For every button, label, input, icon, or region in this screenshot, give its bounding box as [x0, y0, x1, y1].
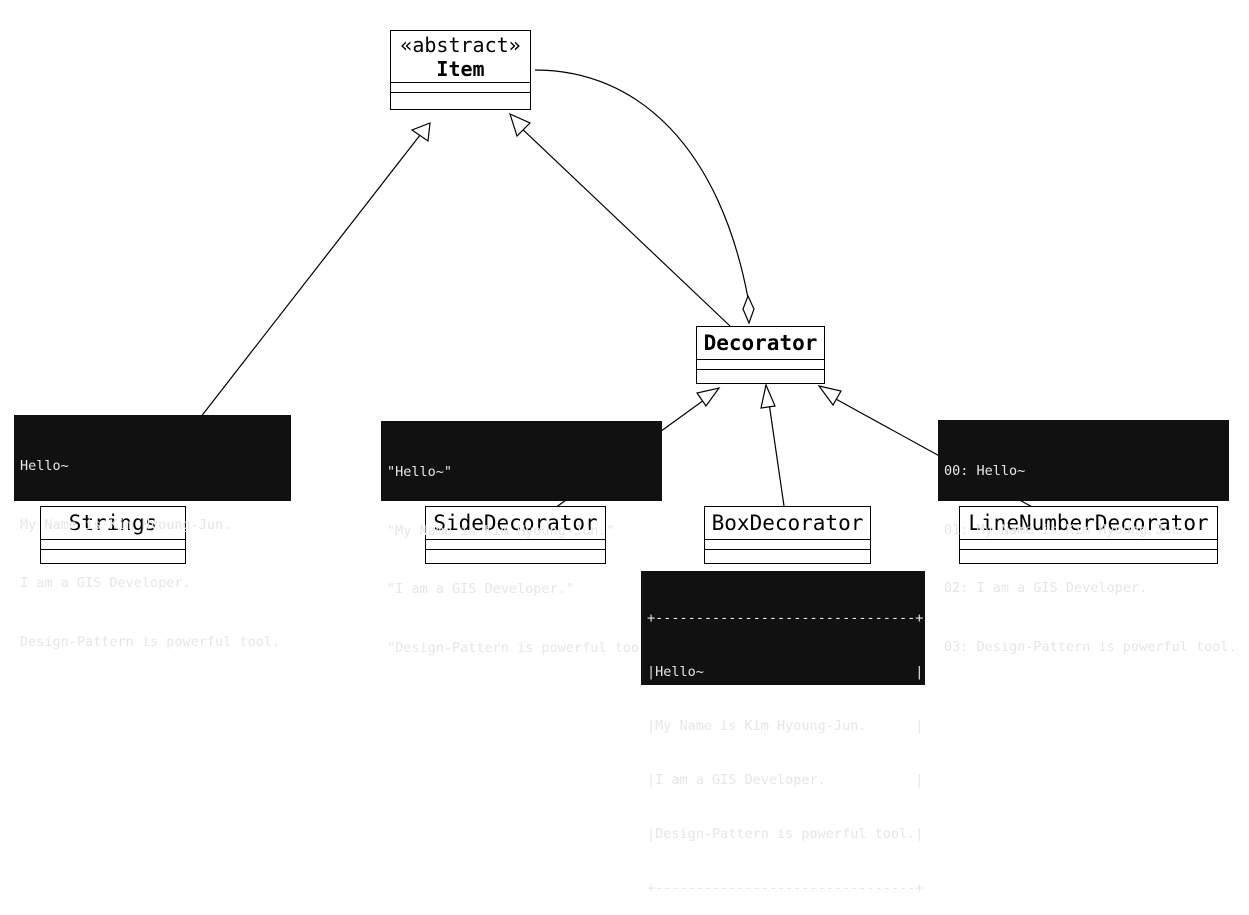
decorator-generalization-arrowhead: [509, 112, 532, 138]
class-line-number-decorator-attributes: [960, 540, 1217, 550]
class-side-decorator-name: SideDecorator: [433, 511, 598, 535]
console-line: 02: I am a GIS Developer.: [944, 580, 1148, 596]
side-generalization-arrowhead: [696, 387, 721, 408]
console-output-box-decorator: +--------------------------------+ |Hell…: [641, 571, 925, 896]
console-line: +--------------------------------+: [647, 880, 924, 896]
console-line: "Design-Pattern is powerful tool.": [387, 639, 664, 656]
class-decorator-operations: [697, 370, 824, 379]
box-to-decorator-line: [768, 402, 785, 507]
aggregation-curve: [534, 69, 749, 299]
class-item-name: Item: [436, 57, 485, 81]
box-generalization-arrowhead: [760, 383, 776, 409]
console-line: 03: Design-Pattern is powerful tool.: [944, 638, 1237, 655]
console-output-side-decorator: "Hello~" "My Name is Kim Hyoung-Jun." "I…: [381, 421, 663, 656]
class-line-number-decorator: LineNumberDecorator: [959, 506, 1218, 564]
class-item-operations: [391, 93, 530, 102]
console-output-line-number-decorator: 00: Hello~ 01: My Name is Kim Hyoung-Jun…: [938, 420, 1237, 655]
console-line: Hello~: [20, 458, 69, 474]
console-line: |My Name is Kim Hyoung-Jun. |: [647, 718, 924, 734]
class-strings-header: Strings: [41, 507, 185, 540]
console-line: |I am a GIS Developer. |: [647, 772, 924, 788]
class-item-stereotype: «abstract»: [400, 33, 521, 57]
console-line: "My Name is Kim Hyoung-Jun.": [387, 522, 615, 539]
console-line: "I am a GIS Developer.": [387, 581, 574, 597]
console-line: Design-Pattern is powerful tool.: [20, 633, 281, 650]
class-side-decorator-header: SideDecorator: [426, 507, 605, 540]
class-box-decorator-header: BoxDecorator: [705, 507, 870, 540]
class-box-decorator: BoxDecorator: [704, 506, 871, 564]
console-line: +--------------------------------+: [647, 610, 924, 626]
class-strings-attributes: [41, 540, 185, 550]
aggregation-diamond: [742, 294, 755, 325]
class-line-number-decorator-name: LineNumberDecorator: [968, 511, 1209, 535]
class-item-header: «abstract» Item: [391, 31, 530, 83]
class-line-number-decorator-header: LineNumberDecorator: [960, 507, 1217, 540]
console-line: 00: Hello~: [944, 463, 1026, 479]
strings-to-item-line: [199, 129, 425, 419]
class-decorator-attributes: [697, 360, 824, 370]
class-item: «abstract» Item: [390, 30, 531, 110]
connector-layer: [199, 69, 1035, 509]
class-side-decorator: SideDecorator: [425, 506, 606, 564]
class-decorator-header: Decorator: [697, 327, 824, 360]
class-box-decorator-operations: [705, 550, 870, 559]
console-line: "Hello~": [387, 464, 453, 480]
console-line: My Name is Kim Hyoung-Jun.: [20, 516, 232, 533]
decorator-to-item-line: [516, 123, 731, 327]
console-line: |Design-Pattern is powerful tool.|: [647, 826, 924, 842]
class-side-decorator-attributes: [426, 540, 605, 550]
class-strings: Strings: [40, 506, 186, 564]
linenumber-generalization-arrowhead: [817, 385, 842, 407]
class-strings-name: Strings: [68, 511, 158, 535]
class-box-decorator-attributes: [705, 540, 870, 550]
console-line: I am a GIS Developer.: [20, 575, 191, 591]
class-decorator: Decorator: [696, 326, 825, 384]
strings-generalization-arrowhead: [410, 122, 431, 143]
console-line: |Hello~ |: [647, 664, 924, 680]
class-item-attributes: [391, 83, 530, 93]
class-decorator-name: Decorator: [703, 331, 818, 355]
console-output-strings: Hello~ My Name is Kim Hyoung-Jun. I am a…: [14, 415, 291, 650]
console-line: 01: My Name is Kim Hyoung-Jun.: [944, 521, 1188, 538]
class-box-decorator-name: BoxDecorator: [711, 511, 864, 535]
